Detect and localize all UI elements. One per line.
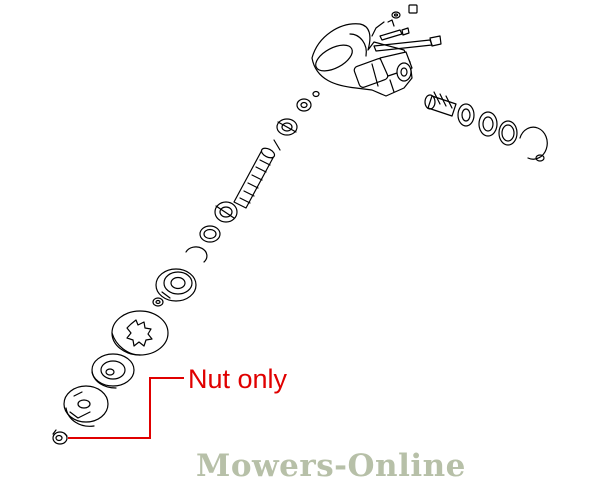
blade-adapter-disc: [111, 310, 169, 356]
protection-cup: [63, 385, 109, 427]
callout-leader-line: [68, 377, 184, 439]
callout-label: Nut only: [188, 364, 288, 394]
small-washer: [152, 297, 164, 307]
flat-washer: [199, 225, 221, 243]
circlip: [185, 246, 208, 263]
gear-head-housing: [311, 23, 413, 97]
watermark: Mowers-Online: [196, 448, 466, 484]
blade-holder-lower: [91, 353, 135, 389]
mid-bearing: [214, 201, 238, 223]
nut: [52, 429, 68, 445]
pinion-shaft-assembly: [424, 91, 548, 162]
upper-bearings: [276, 98, 312, 136]
o-ring: [312, 90, 320, 98]
housing-bolts: [371, 4, 442, 52]
blade-holder-upper: [155, 268, 197, 302]
splined-drive-shaft: [233, 139, 281, 209]
